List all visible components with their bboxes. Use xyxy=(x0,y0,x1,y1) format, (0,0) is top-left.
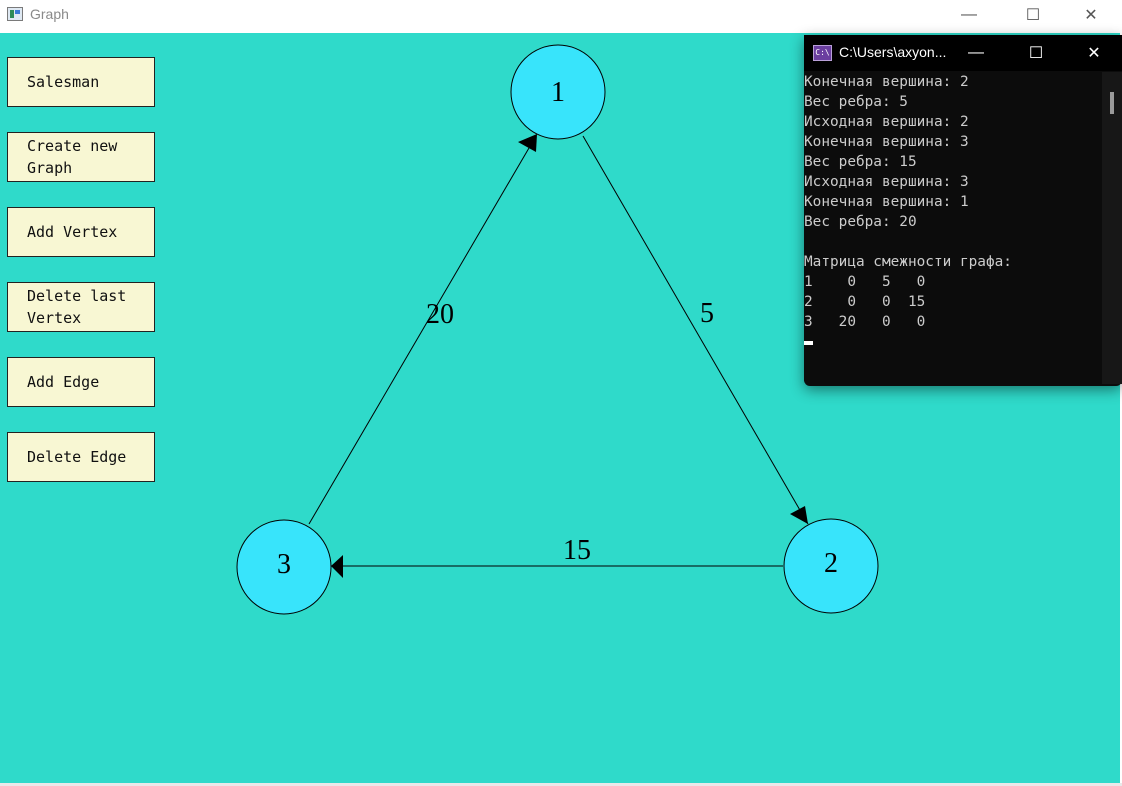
console-maximize-button[interactable]: ☐ xyxy=(1028,45,1044,62)
matrix-row-2: 2 0 0 15 xyxy=(804,294,926,310)
console-output[interactable]: Конечная вершина: 2 Вес ребра: 5 Исходна… xyxy=(804,72,1102,384)
close-button[interactable]: ✕ xyxy=(1084,7,1098,24)
vertex-1[interactable]: 1 xyxy=(510,44,606,140)
console-line: Вес ребра: 5 xyxy=(804,94,908,110)
console-line: Вес ребра: 20 xyxy=(804,214,917,230)
matrix-row-3: 3 20 0 0 xyxy=(804,314,926,330)
edge-3-1-weight: 20 xyxy=(426,299,454,330)
minimize-button[interactable]: — xyxy=(961,6,977,23)
edge-2-3-arrowhead xyxy=(331,555,343,578)
console-title: C:\Users\axyon... xyxy=(839,44,947,60)
maximize-button[interactable]: ☐ xyxy=(1025,7,1041,24)
app-icon xyxy=(7,7,23,21)
edge-1-2 xyxy=(582,135,809,525)
vertex-3[interactable]: 3 xyxy=(236,519,332,615)
delete-edge-button[interactable]: Delete Edge xyxy=(7,432,155,482)
edge-1-2-arrowhead xyxy=(790,506,808,524)
console-line: Матрица смежности графа: xyxy=(804,254,1012,270)
add-vertex-button[interactable]: Add Vertex xyxy=(7,207,155,257)
vertex-3-label: 3 xyxy=(277,549,291,580)
console-line: Вес ребра: 15 xyxy=(804,154,917,170)
vertex-2[interactable]: 2 xyxy=(783,518,879,614)
console-line: Конечная вершина: 1 xyxy=(804,194,969,210)
console-scroll-thumb[interactable] xyxy=(1110,92,1114,114)
edge-2-3-weight: 15 xyxy=(563,535,591,566)
matrix-row-1: 1 0 5 0 xyxy=(804,274,926,290)
console-title-bar[interactable]: C:\ C:\Users\axyon... — ☐ ✕ xyxy=(804,35,1122,71)
text-cursor xyxy=(804,341,813,345)
delete-last-vertex-button[interactable]: Delete last Vertex xyxy=(7,282,155,332)
console-scrollbar[interactable] xyxy=(1102,72,1122,384)
taskbar-edge xyxy=(0,783,1122,786)
console-minimize-button[interactable]: — xyxy=(968,44,984,61)
edge-1-2-weight: 5 xyxy=(700,298,714,329)
create-new-graph-button[interactable]: Create new Graph xyxy=(7,132,155,182)
vertex-1-label: 1 xyxy=(551,77,565,108)
console-line xyxy=(804,232,1102,252)
console-line: Исходная вершина: 2 xyxy=(804,114,969,130)
console-close-button[interactable]: ✕ xyxy=(1087,45,1101,62)
console-window[interactable]: C:\ C:\Users\axyon... — ☐ ✕ Конечная вер… xyxy=(804,35,1122,386)
add-edge-button[interactable]: Add Edge xyxy=(7,357,155,407)
vertex-2-label: 2 xyxy=(824,548,838,579)
edge-3-1-arrowhead xyxy=(518,134,537,152)
salesman-button[interactable]: Salesman xyxy=(7,57,155,107)
console-line: Конечная вершина: 3 xyxy=(804,134,969,150)
console-line: Исходная вершина: 3 xyxy=(804,174,969,190)
console-app-icon: C:\ xyxy=(813,45,832,61)
title-bar: Graph — ☐ ✕ xyxy=(0,0,1122,32)
console-line: Конечная вершина: 2 xyxy=(804,74,969,90)
edge-3-1 xyxy=(308,135,537,525)
window-title: Graph xyxy=(30,6,69,22)
